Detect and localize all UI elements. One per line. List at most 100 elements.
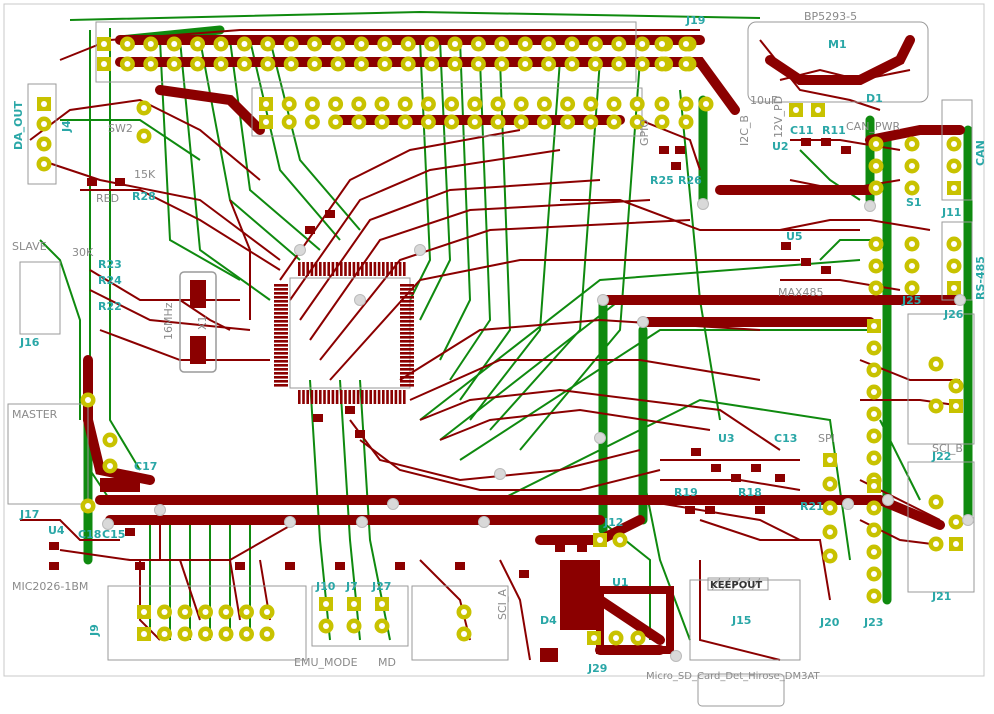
pad-drill [288,41,295,47]
label-s1: S1 [906,196,922,209]
pad-drill [161,609,168,615]
pad-drill [495,119,501,125]
crystal-x1 [179,271,217,373]
mcu-pin [400,364,414,367]
label-j7: J7 [345,580,358,593]
mcu-pin [335,262,339,276]
mcu-pin [274,332,288,335]
smd-pad [455,562,465,570]
label-j10: J10 [315,580,336,593]
pad-drill [564,119,571,125]
label-max485: MAX485 [778,286,824,299]
mcu-pin [352,390,356,404]
pad-drill [569,41,575,47]
pad-drill [953,383,959,389]
pad-drill [951,263,957,269]
pad-drill [379,101,385,107]
pad-drill [355,119,362,125]
mcu-pin [344,390,347,404]
pad-drill [461,609,467,615]
pad-drill [587,101,594,107]
pad-drill [286,119,293,125]
pad-drill [564,101,571,107]
pad-drill [518,101,525,107]
label-r28: R28 [132,190,156,203]
mcu-pin [327,390,330,404]
smd-pad [115,178,125,186]
pad-drill [286,101,293,107]
pad-drill [243,631,250,637]
pad-drill [425,119,432,125]
smd-pad [285,562,295,570]
label-j21: J21 [931,590,951,603]
label-c18: C18 [78,528,101,541]
mcu-pin [365,262,368,276]
pad-drill [611,119,617,125]
silkscreen-labels: BP5293-5 M1 J19 10uF DA_OUT J4 SW2 RED R… [12,10,987,682]
mcu-pin [373,262,377,276]
pad-drill [873,141,879,147]
mcu-pin [335,390,339,404]
mcu-pin [274,328,288,331]
pad-drill [41,161,47,167]
mcu-pin [386,390,389,404]
mcu-pin [400,316,414,319]
mcu-pin [373,390,377,404]
pad-drill [871,389,877,395]
pad-drill [263,119,269,125]
pad-drill [461,631,467,637]
label-15k: 15K [134,168,156,181]
pad-drill [545,61,552,67]
pad-drill [264,631,270,637]
pad-drill [827,457,833,463]
pad-drill [953,519,959,525]
mcu-pin [400,320,414,323]
label-d4: D4 [540,614,557,627]
pad-drill [495,101,501,107]
smd-pad [345,406,355,414]
mcu-pin [331,390,335,404]
label-j22: J22 [931,450,951,463]
pad-drill [311,41,318,47]
smd-pad [705,506,715,514]
pad-drill [452,61,458,67]
pad-drill [124,41,131,47]
mcu-pin [323,390,326,404]
pad-drill [428,41,435,47]
pad-drill [659,41,665,47]
pad-drill [288,61,295,67]
smd-pad [801,138,811,146]
label-r11: R11 [822,124,846,137]
pad-drill [264,609,270,615]
label-j19: J19 [685,14,705,27]
label-mic2026: MIC2026-1BM [12,580,88,593]
label-bp5293: BP5293-5 [804,10,857,23]
smd-pad [675,146,685,154]
pad-drill [263,101,269,107]
pad-drill [85,503,91,509]
pad-drill [498,41,505,47]
label-c17: C17 [134,460,157,473]
label-j12: J12 [603,516,623,529]
mcu-pin [400,360,414,363]
mcu-ic [274,262,414,404]
label-u2: U2 [772,140,789,153]
pad-drill [659,61,665,67]
label-can-pwr: CAN_PWR [846,120,900,133]
copper-pour-1 [560,560,600,630]
pad-drill [335,41,341,47]
pad-drill [659,119,665,125]
label-j27: J27 [371,580,391,593]
pad-drill [871,505,877,511]
pad-drill [379,119,385,125]
crystal-pad-2 [190,336,206,364]
pad-drill [541,119,548,125]
pad-drill [448,119,455,125]
pad-drill [309,101,316,107]
via [697,198,709,210]
smd-pad [313,414,323,422]
via [478,516,490,528]
mcu-pin [377,390,381,404]
mcu-pin [298,390,301,404]
